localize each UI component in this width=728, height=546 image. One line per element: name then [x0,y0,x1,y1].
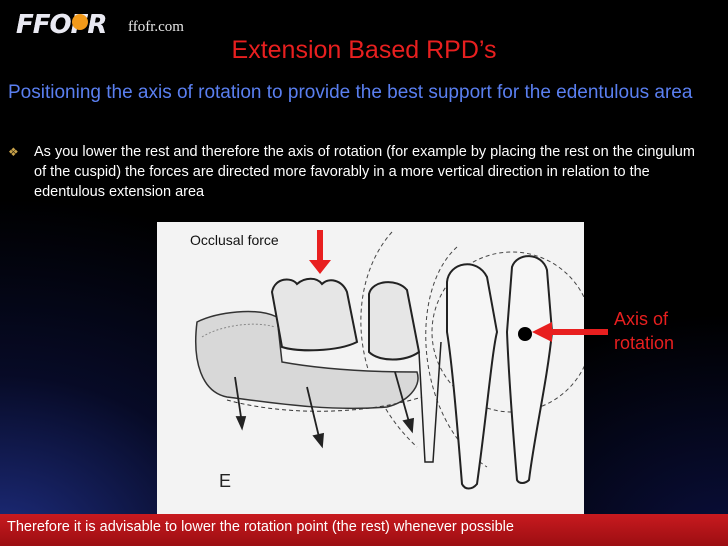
tooth-diagram-figure: E [157,222,584,517]
axis-of-rotation-dot [518,327,532,341]
slide-title: Extension Based RPD’s [231,36,497,64]
premolar-tooth [368,281,421,361]
tooth-diagram: E [195,230,584,491]
premolar-root [418,341,442,463]
occlusal-force-label: Occlusal force [190,232,279,248]
axis-of-rotation-label: Axis of rotation [614,309,675,353]
incisor-tooth [505,255,554,484]
figure-corner-letter: E [219,471,231,491]
ridge-outline [201,323,276,338]
slide-subtitle: Positioning the axis of rotation to prov… [8,82,693,103]
logo-dot-icon [72,14,88,30]
axis-of-rotation-arrow [532,322,608,342]
logo: FFOFR ffofr.com [16,8,216,42]
bullet-point: ❖ As you lower the rest and therefore th… [8,142,708,202]
molar-tooth [270,277,359,352]
force-arrows [234,371,414,449]
logo-site-text: ffofr.com [128,19,184,35]
logo-mark: FFOFR [16,10,107,40]
denture-base [195,310,419,410]
footer-banner: Therefore it is advisable to lower the r… [0,514,728,546]
bullet-text: As you lower the rest and therefore the … [34,144,695,200]
occlusal-force-arrow-head [309,260,331,274]
tissue-outline [226,396,423,412]
diamond-bullet-icon: ❖ [8,145,19,159]
cuspid-tooth [446,263,499,490]
occlusal-force-arrow-shaft [317,230,323,262]
